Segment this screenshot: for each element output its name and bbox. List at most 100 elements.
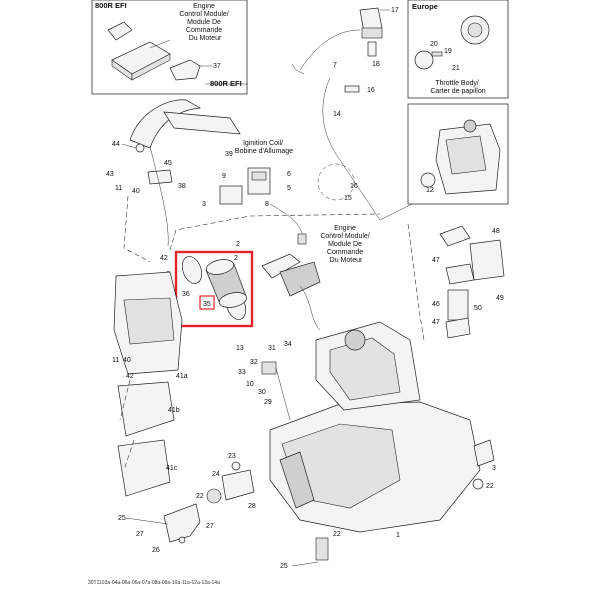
part-number-48: 48	[492, 228, 500, 235]
part-number-46: 46	[432, 301, 440, 308]
guide-tray-b	[119, 379, 131, 421]
part-number-49: 49	[496, 295, 504, 302]
inset-sub-title: 800R EFI	[210, 79, 242, 88]
ecm-line-1: Engine	[334, 225, 356, 232]
fastener-group: 13 31 34 32 33 10 30 29	[236, 341, 292, 421]
part-number-42b: 42	[126, 373, 134, 380]
guide-right	[407, 223, 425, 341]
wire-end-17	[291, 63, 305, 75]
ecm-inset-line-2: Control Module/	[179, 11, 228, 18]
part-number-11a: 11	[115, 185, 122, 192]
mount-bracket-24	[221, 469, 255, 501]
part-number-21: 21	[452, 65, 460, 72]
part-number-38: 38	[178, 183, 186, 190]
inset-800r-efi: 800R EFI Engine Control Module/ Module D…	[91, 0, 248, 95]
part-number-23: 23	[228, 453, 236, 460]
hose-38	[149, 145, 169, 247]
part-number-22c: 22	[486, 483, 494, 490]
part-number-43: 43	[106, 171, 114, 178]
part-number-22b: 22	[333, 531, 341, 538]
boot-top-rim	[205, 259, 235, 275]
clamp-36-top	[181, 256, 203, 284]
tray-41a-inner	[123, 297, 175, 345]
footer-code: 30T1103a-04a-06a-06a-07a-08a-09a-10a-11a…	[88, 580, 220, 586]
ecm-module-front	[131, 53, 171, 81]
part-number-41b: 41b	[168, 407, 180, 414]
rod-31	[275, 367, 291, 421]
engine-head	[329, 337, 401, 401]
bracket-48-small	[439, 225, 471, 247]
ecm-group: Engine Control Module/ Module De Command…	[261, 225, 371, 331]
part-number-33: 33	[238, 369, 246, 376]
part-number-47b: 47	[432, 319, 440, 326]
sensor-17-base	[361, 27, 383, 39]
part-number-30: 30	[258, 389, 266, 396]
nut-22	[472, 478, 484, 490]
mount-plate-27	[163, 503, 201, 543]
ignition-group: Iginition Coil/ Bobine d'Allumage 9 3 6 …	[202, 140, 307, 245]
engine-inset-sensor	[420, 172, 436, 188]
part-number-26: 26	[152, 547, 160, 554]
ignition-line-2: Bobine d'Allumage	[235, 148, 293, 155]
cover-48-drawing	[469, 239, 505, 281]
throttle-caption: Throttle Body/ Carter de papillon	[430, 80, 485, 95]
guide-lines	[119, 195, 425, 471]
sensor-15-circle	[317, 163, 355, 201]
ignition-coil-label: Iginition Coil/ Bobine d'Allumage	[235, 140, 293, 155]
part-number-20: 20	[430, 41, 438, 48]
part-number-39: 39	[225, 151, 233, 158]
throttle-screw	[431, 51, 443, 57]
tray-group: 41a 11 40 42 41b 41c	[112, 271, 188, 497]
mount-group: 23 24 22 28 25 27 27 26	[118, 453, 256, 554]
right-cover-group: 48 47 49 46 50 47	[432, 225, 505, 339]
ecm-line-3: Module De	[328, 241, 362, 248]
guide-left	[123, 195, 151, 263]
part-number-50: 50	[474, 305, 482, 312]
part-number-1: 1	[396, 532, 400, 539]
bracket-39-drawing	[163, 111, 241, 135]
part-number-44: 44	[112, 141, 120, 148]
mount-4	[473, 439, 495, 467]
ignition-coil-top	[251, 171, 267, 181]
part-number-18: 18	[372, 61, 380, 68]
part-number-13: 13	[236, 345, 244, 352]
engine-inset-cap	[463, 119, 477, 133]
part-number-47a: 47	[432, 257, 440, 264]
ignition-line-1: Iginition Coil/	[243, 140, 283, 147]
part-37-drawing	[169, 59, 201, 81]
fastener-18	[367, 41, 377, 57]
part-number-41a: 41a	[176, 373, 188, 380]
part-number-16a: 16	[367, 87, 375, 94]
mount-bushing-22	[206, 488, 222, 504]
part-47b-drawing	[445, 317, 471, 339]
part-number-6: 6	[287, 171, 291, 178]
part-number-29: 29	[264, 399, 272, 406]
sensor-15-group: 16 15	[317, 159, 413, 221]
wire-17	[299, 29, 361, 71]
part-number-42a: 42	[160, 255, 168, 262]
ecm-line-4: Commande	[327, 249, 363, 256]
part-number-24: 24	[212, 471, 220, 478]
inset-europe: Europe 20 19 21 Throttle Body/ Carter de…	[407, 0, 509, 99]
ecm-leader	[149, 39, 171, 49]
ecm-inset-line-5: Du Moteur	[189, 35, 222, 42]
part-number-9: 9	[222, 173, 226, 180]
part-number-27a: 27	[136, 531, 144, 538]
part-number-25b: 25	[280, 563, 288, 570]
part-number-15: 15	[344, 195, 352, 202]
inset-module-label: Engine Control Module/ Module De Command…	[179, 3, 230, 42]
throttle-caption-line-1: Throttle Body/	[435, 80, 479, 87]
ecm-callout: Engine Control Module/ Module De Command…	[320, 225, 371, 264]
sensor-15-wire	[339, 159, 413, 221]
wire-14	[322, 77, 341, 161]
part-number-2a: 2	[236, 241, 240, 248]
leader-44	[121, 143, 137, 149]
ecm-inset-line-1: Engine	[193, 3, 215, 10]
highlight-35	[199, 295, 215, 310]
part-number-41c: 41c	[166, 465, 178, 472]
part-number-19: 19	[444, 48, 452, 55]
throttle-sensor-drawing	[414, 50, 434, 70]
guide-tray-c	[123, 439, 135, 471]
part-number-3a: 3	[202, 201, 206, 208]
